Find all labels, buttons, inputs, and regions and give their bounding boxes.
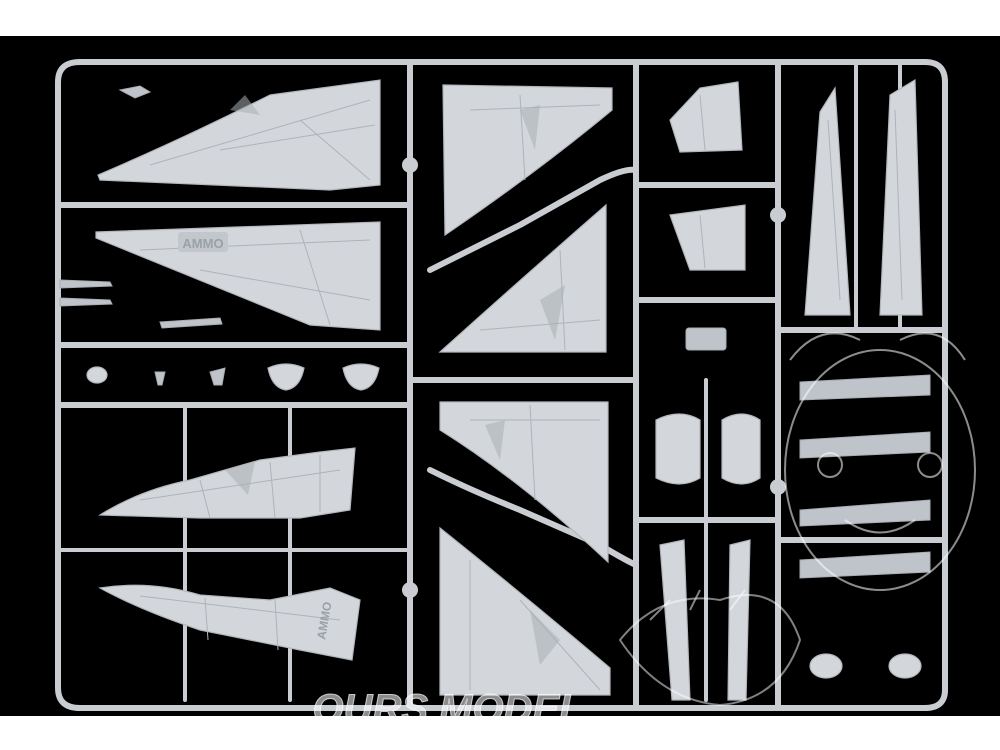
sprue-nub: [770, 479, 786, 495]
bottom-white-band: [0, 716, 1000, 750]
ammo-logo-text: AMMO: [314, 601, 334, 641]
wing-panel-mid-1: [442, 84, 613, 237]
sprue-nub: [402, 157, 418, 173]
sprue-nub: [402, 582, 418, 598]
sprue-frame: [55, 59, 948, 711]
wing-lower-left: AMMO: [95, 221, 381, 331]
hand-watermark: [618, 589, 802, 707]
wing-upper-left: [97, 79, 381, 191]
ammo-logo-plate: [178, 232, 228, 252]
ammo-logo-text: AMMO: [182, 236, 223, 251]
fuselage-half-upper: [98, 447, 356, 519]
watermark-text: OURS MODEL: [312, 687, 583, 731]
top-white-band: [0, 0, 1000, 36]
fuselage-half-lower: AMMO: [98, 584, 361, 661]
sprue-nub: [770, 207, 786, 223]
intake-parts: [655, 81, 761, 701]
bear-watermark: [784, 332, 976, 591]
wing-panel-mid-3: [439, 401, 609, 564]
wing-panel-mid-2: [438, 203, 607, 353]
wing-panel-mid-4: [439, 526, 611, 696]
small-parts-row: [59, 85, 380, 391]
tail-fin-parts: [799, 78, 931, 679]
